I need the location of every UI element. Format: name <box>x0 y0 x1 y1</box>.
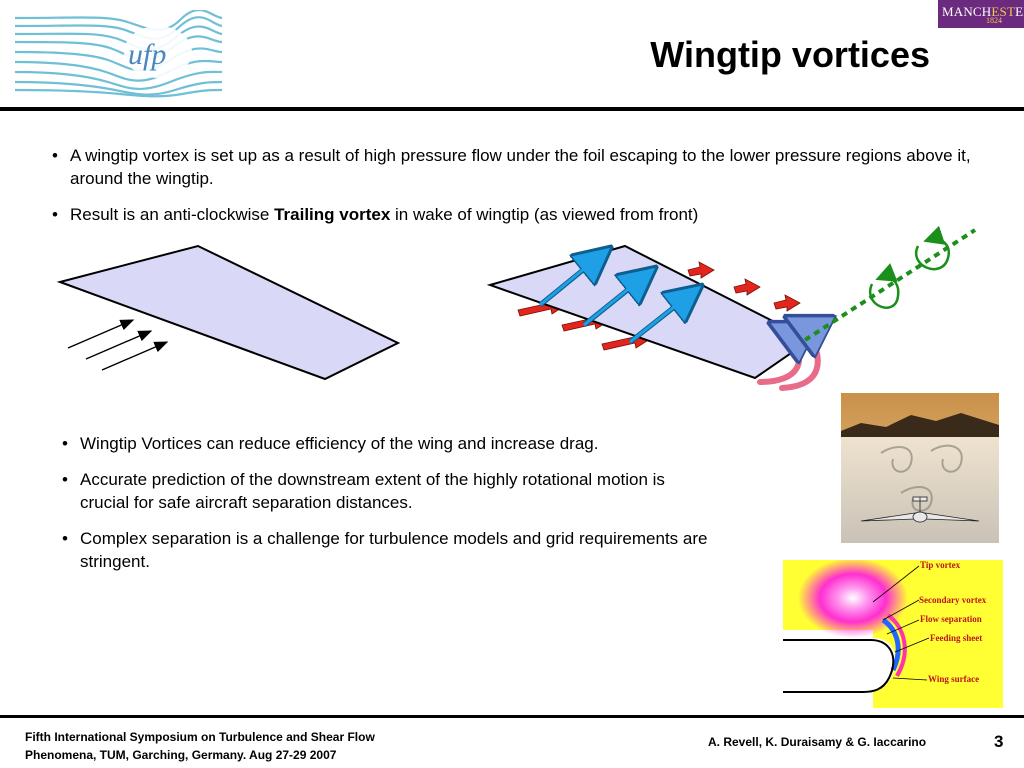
footer-authors: A. Revell, K. Duraisamy & G. Iaccarino <box>708 735 927 749</box>
manchester-logo-year: 1824 <box>986 16 1002 25</box>
wingtip-vortex-diagram <box>0 225 1024 395</box>
bullet-emphasis: Trailing vortex <box>274 205 391 224</box>
bullet-item: Wingtip Vortices can reduce efficiency o… <box>58 432 708 455</box>
tip-vortex-arrows <box>757 321 818 391</box>
label-secondary-vortex: Secondary vortex <box>919 595 987 605</box>
manchester-logo-name: MANCHESTER <box>942 4 1024 19</box>
bullet-item: A wingtip vortex is set up as a result o… <box>48 144 988 190</box>
tip-vortex-simulation: Tip vortex Secondary vortex Flow separat… <box>783 560 1003 708</box>
page-number: 3 <box>994 732 1004 751</box>
trailing-vortex-arrows <box>868 225 951 309</box>
footer-conference-line2: Phenomena, TUM, Garching, Germany. Aug 2… <box>25 748 337 762</box>
ufp-logo-text: ufp <box>128 38 166 71</box>
label-flow-separation: Flow separation <box>920 614 982 624</box>
bullet-list-top: A wingtip vortex is set up as a result o… <box>48 144 988 239</box>
ufp-logo: ufp <box>10 8 225 100</box>
trailing-vortex-path <box>803 228 977 342</box>
footer-conference-line1: Fifth International Symposium on Turbule… <box>25 730 375 744</box>
bullet-item: Result is an anti-clockwise Trailing vor… <box>48 203 988 226</box>
bullet-item: Accurate prediction of the downstream ex… <box>58 468 708 514</box>
header-divider <box>0 107 1024 111</box>
freestream-arrows <box>67 319 169 371</box>
bullet-item: Complex separation is a challenge for tu… <box>58 527 708 573</box>
aircraft-wake-photo <box>841 393 999 543</box>
upwash-arrows-fill <box>539 252 694 344</box>
bullet-list-bottom: Wingtip Vortices can reduce efficiency o… <box>58 432 708 586</box>
wing-plain <box>56 244 401 381</box>
footer-conference: Fifth International Symposium on Turbule… <box>25 728 465 764</box>
label-wing-surface: Wing surface <box>928 674 980 684</box>
footer-divider <box>0 715 1024 718</box>
slide-title: Wingtip vortices <box>650 34 930 75</box>
label-tip-vortex: Tip vortex <box>920 560 961 570</box>
manchester-logo: MANCHESTER 1824 <box>938 0 1024 28</box>
label-feeding-sheet: Feeding sheet <box>930 633 983 643</box>
